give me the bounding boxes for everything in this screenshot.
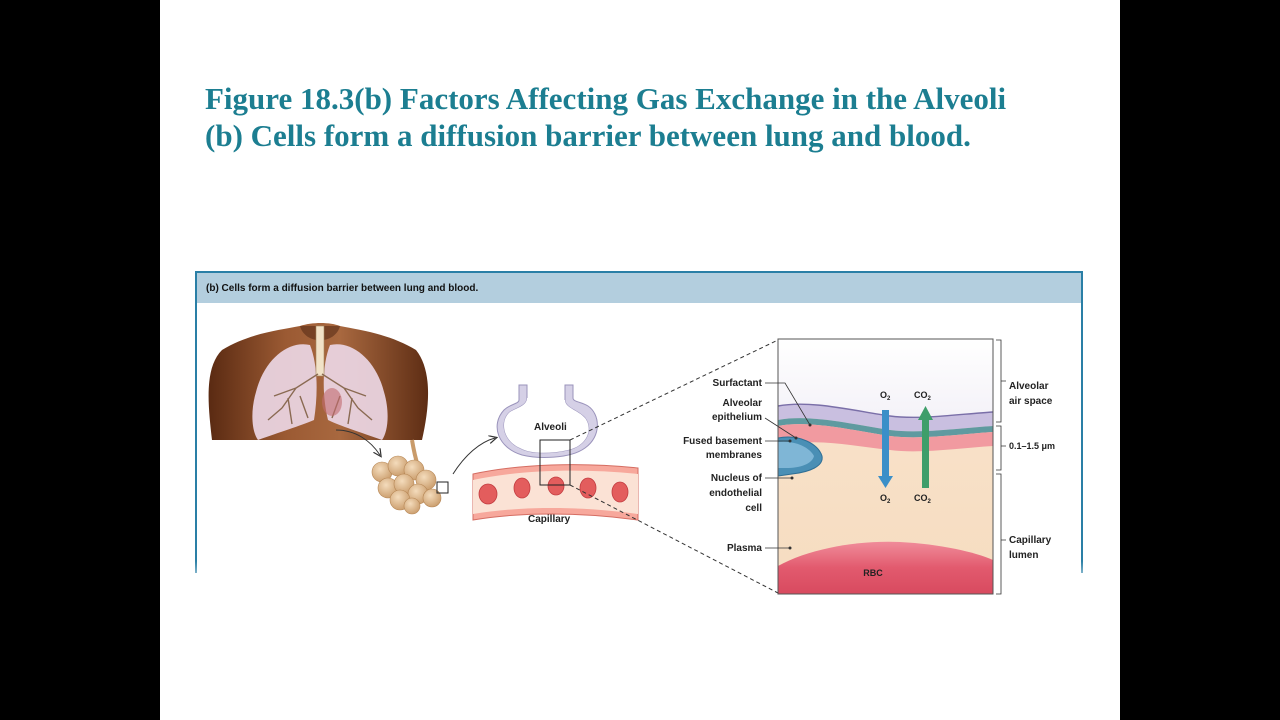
zoom-arrow-2	[452, 438, 495, 475]
nucleus-label-3: cell	[745, 503, 762, 514]
slide: Figure 18.3(b) Factors Affecting Gas Exc…	[160, 0, 1120, 720]
alveolar-air-space-label-2: air space	[1009, 396, 1053, 407]
figure-frame	[195, 271, 1083, 573]
zoom-arrow-1	[335, 429, 380, 455]
capillary-label: Capillary	[528, 514, 571, 525]
air-space-bracket	[996, 339, 1006, 423]
alveoli-label: Alveoli	[534, 422, 567, 433]
fused-basement-label-1: Fused basement	[683, 436, 763, 447]
slide-title: Figure 18.3(b) Factors Affecting Gas Exc…	[205, 80, 1085, 154]
co2-diffusion-arrow	[918, 406, 933, 420]
o2-top-label: O2	[880, 390, 891, 402]
zoom-box	[539, 439, 571, 486]
diffusion-barrier-cross-section: RBC O2 CO2 O2 CO2	[777, 338, 994, 595]
alveolus-capillary-illustration: Alveoli Capillary	[472, 384, 639, 525]
capillary-lumen-label-2: lumen	[1009, 550, 1038, 561]
alveolar-air-space-label-1: Alveolar	[1009, 381, 1049, 392]
capillary-lumen-label-1: Capillary	[1009, 535, 1052, 546]
alveolar-epithelium-leader	[764, 417, 797, 439]
surfactant-label: Surfactant	[713, 378, 763, 389]
o2-bottom-label: O2	[880, 493, 891, 505]
diagram-illustration: Alveoli Capillary	[208, 323, 1055, 595]
co2-top-label: CO2	[914, 390, 932, 402]
zoom-line-top	[569, 339, 779, 441]
alveolar-sac-cluster	[371, 439, 449, 515]
torso-illustration	[208, 323, 429, 440]
red-blood-cell	[778, 541, 993, 594]
thickness-bracket	[996, 425, 1006, 471]
o2-diffusion-arrow	[878, 476, 893, 488]
surfactant-leader	[765, 382, 811, 426]
figure-header: (b) Cells form a diffusion barrier betwe…	[197, 273, 1081, 303]
thickness-label: 0.1–1.5 μm	[1009, 441, 1055, 451]
plasma-label: Plasma	[727, 543, 762, 554]
left-labels: Surfactant Alveolar epithelium Fused bas…	[683, 378, 812, 554]
nucleus-label-1: Nucleus of	[711, 473, 763, 484]
fused-basement-label-2: membranes	[706, 450, 763, 461]
figure-header-text: (b) Cells form a diffusion barrier betwe…	[206, 283, 479, 294]
right-labels: Alveolar air space 0.1–1.5 μm Capillary …	[996, 339, 1055, 595]
alveolar-epithelium-label-1: Alveolar	[723, 398, 763, 409]
alveolar-epithelium-label-2: epithelium	[712, 412, 762, 423]
rbc-label: RBC	[863, 568, 883, 578]
co2-bottom-label: CO2	[914, 493, 932, 505]
zoom-line-bottom	[569, 484, 779, 594]
slide-title-line-2: (b) Cells form a diffusion barrier betwe…	[205, 118, 971, 153]
slide-title-line-1: Figure 18.3(b) Factors Affecting Gas Exc…	[205, 81, 1007, 116]
nucleus-label-2: endothelial	[709, 488, 762, 499]
capillary-lumen-bracket	[996, 473, 1006, 595]
basement-membrane-layer	[778, 418, 993, 438]
